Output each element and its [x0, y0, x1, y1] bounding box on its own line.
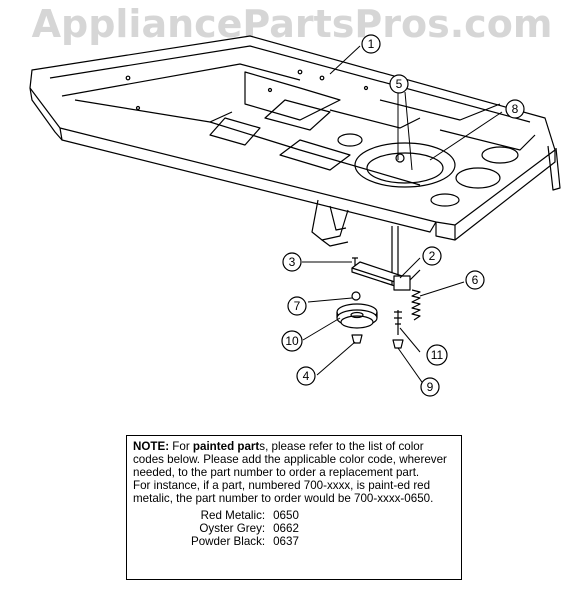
color-code: 0662: [273, 522, 299, 535]
nut-part-4: [351, 334, 363, 344]
callout-label-9: 9: [427, 380, 434, 394]
color-row: Oyster Grey: 0662: [189, 522, 301, 535]
idler-arm: [351, 261, 421, 291]
callout-label-7: 7: [294, 299, 301, 313]
note-label: NOTE:: [133, 440, 170, 453]
color-code: 0650: [273, 509, 299, 522]
idler-pulley: [336, 303, 378, 329]
callout-label-3: 3: [289, 255, 296, 269]
color-row: Powder Black: 0637: [189, 535, 301, 548]
callout-label-2: 2: [429, 249, 436, 263]
color-name: Red Metalic:: [200, 509, 266, 522]
note-example: For instance, if a part, numbered 700-xx…: [133, 479, 434, 505]
callout-circle-9: [420, 377, 440, 397]
callout-label-1: 1: [368, 37, 375, 51]
callout-circle-1: [361, 34, 381, 54]
color-name: Powder Black:: [191, 535, 266, 548]
color-name: Oyster Grey:: [199, 522, 266, 535]
bolt-part-3: [352, 257, 358, 266]
exploded-parts-diagram: 1 5 8 3 2 6 7 10 11 4 9: [29, 34, 561, 397]
callout-circle-11: [426, 344, 448, 366]
color-code-table: Red Metalic: 0650 Oyster Grey: 0662 Powd…: [189, 509, 301, 548]
note-intro: For: [169, 440, 193, 453]
color-row: Red Metalic: 0650: [189, 509, 301, 522]
deck-plate: [29, 35, 561, 241]
note-body: s, please refer to the list of color cod…: [133, 440, 447, 479]
leader-lines: [302, 45, 503, 386]
callout-circle-10: [281, 330, 303, 352]
callout-circle-2: [422, 246, 442, 266]
callout-label-11: 11: [431, 348, 444, 362]
callout-label-5: 5: [396, 77, 403, 91]
callout-label-8: 8: [512, 102, 519, 116]
callout-label-10: 10: [285, 334, 299, 348]
washer-part-7: [351, 291, 361, 301]
watermark-logo: AppliancePartsPros.com: [31, 2, 553, 46]
callout-circle-7: [287, 296, 307, 316]
color-code-note: NOTE: For painted parts, please refer to…: [126, 435, 462, 580]
mounting-bracket: [311, 199, 349, 247]
nut-part-9: [392, 339, 404, 349]
callout-circle-4: [296, 366, 316, 386]
note-bold-phrase: painted part: [192, 440, 260, 453]
callout-circle-8: [505, 99, 525, 119]
callout-label-6: 6: [472, 273, 479, 287]
note-text: NOTE: For painted parts, please refer to…: [133, 440, 455, 479]
callout-circle-6: [465, 270, 485, 290]
shoulder-bolt-part-11: [394, 310, 402, 335]
callout-label-4: 4: [303, 369, 310, 383]
callout-circle-3: [282, 252, 302, 272]
color-code: 0637: [273, 535, 299, 548]
extension-spring: [411, 289, 421, 321]
callout-circle-5: [389, 74, 409, 94]
